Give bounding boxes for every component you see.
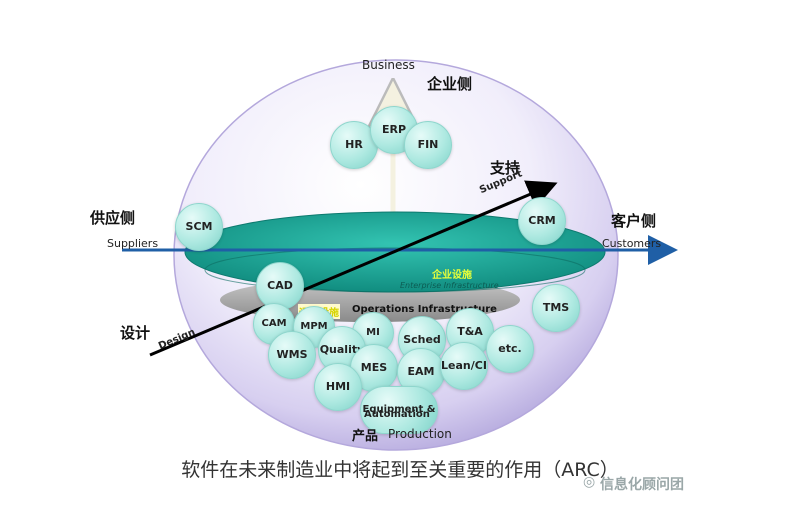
wechat-icon: ◎ [583, 474, 596, 490]
enterprise-side-label: 企业侧 [427, 75, 473, 93]
production-zh-label: 产品 [352, 429, 379, 444]
customers-label: Customers [602, 237, 662, 250]
bubble-cad: CAD [256, 262, 304, 310]
production-en-label: Production [388, 427, 452, 441]
caption: 软件在未来制造业中将起到至关重要的作用（ARC） [181, 459, 619, 481]
watermark: 信息化顾问团 [600, 477, 684, 493]
bubble-crm: CRM [518, 197, 566, 245]
bubble-lean: Lean/CI [440, 342, 488, 390]
ops-infra-en-label: Operations Infrastructure [352, 304, 497, 315]
support-zh-label: 支持 [490, 159, 521, 177]
bubble-scm: SCM [175, 203, 223, 251]
enterprise-disc-rim [204, 247, 586, 293]
bubble-fin: FIN [404, 121, 452, 169]
enterprise-infra-en-label: Enterprise Infrastructure [400, 281, 499, 290]
automation-label: Automation [364, 409, 430, 420]
bubble-tms: TMS [532, 284, 580, 332]
equipment-label: Equipment & [362, 404, 436, 415]
bubble-wms: WMS [268, 331, 316, 379]
bubble-equipment-automation: Equipment & [360, 386, 438, 434]
design-zh-label: 设计 [120, 324, 151, 342]
business-label: Business [362, 58, 415, 72]
enterprise-infra-zh-label: 企业设施 [432, 270, 472, 281]
design-support-arrow [149, 180, 558, 357]
bubble-etc: etc. [486, 325, 534, 373]
customer-side-label: 客户侧 [611, 212, 657, 230]
bubble-hmi: HMI [314, 363, 362, 411]
suppliers-label: Suppliers [107, 237, 159, 250]
supply-side-label: 供应侧 [90, 209, 136, 227]
